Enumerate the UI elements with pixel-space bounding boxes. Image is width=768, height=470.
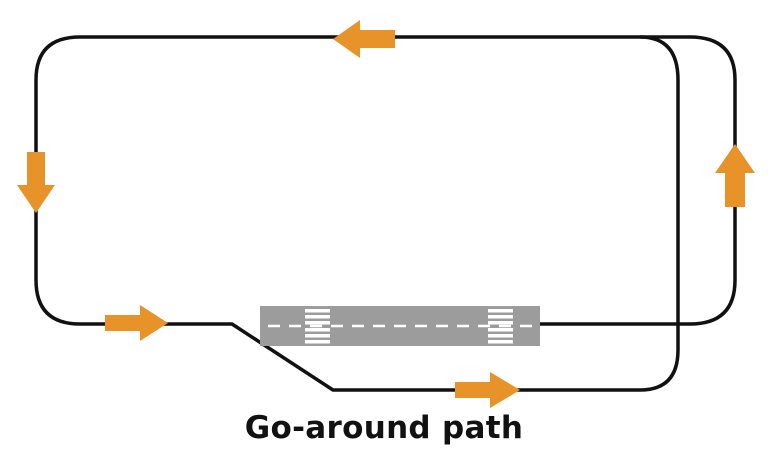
arrow-icon bbox=[455, 372, 520, 408]
arrow-icon bbox=[715, 144, 755, 207]
arrow-icon bbox=[105, 305, 168, 341]
runway-icon bbox=[260, 306, 540, 346]
arrow-icon bbox=[333, 20, 395, 58]
diagram-caption: Go-around path bbox=[244, 410, 524, 446]
arrow-icon bbox=[17, 152, 55, 213]
go-around-path bbox=[540, 35, 737, 326]
